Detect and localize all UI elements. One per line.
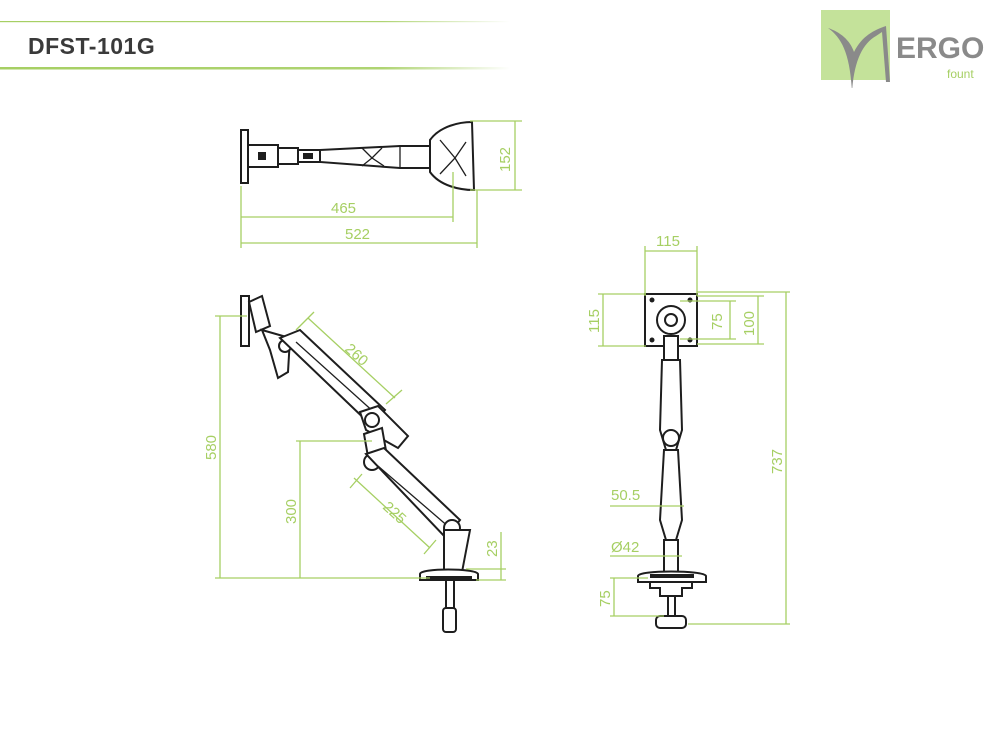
dim-total-height: 580 (203, 435, 220, 460)
ergo-swoosh-icon (828, 26, 890, 88)
top-view-arm (240, 120, 476, 192)
side-view: 580 300 260 225 23 (203, 294, 506, 633)
front-view-dimensions: 115 115 75 100 737 50.5 Ø42 75 (586, 233, 790, 625)
dim-vesa-100: 100 (741, 311, 758, 336)
logo-brand-text: ERGO (896, 32, 984, 65)
dim-upper-arm: 260 (341, 340, 371, 369)
page-title: DFST-101G (28, 33, 156, 59)
dim-total-length: 522 (345, 226, 370, 243)
dim-lower-arm: 225 (379, 498, 409, 527)
top-rule (0, 21, 510, 23)
dim-pole-diameter: Ø42 (611, 539, 639, 556)
front-view: 115 115 75 100 737 50.5 Ø42 75 (586, 233, 790, 629)
dim-vesa-height: 115 (586, 309, 603, 333)
dim-front-total-height: 737 (769, 449, 786, 474)
top-view: 465 522 152 (240, 120, 522, 248)
dim-pivot-height: 300 (283, 499, 300, 524)
front-view-arm (637, 293, 707, 629)
dim-pole-width: 50.5 (611, 487, 640, 504)
dim-line-225 (353, 477, 431, 549)
logo-sub-text: fount (947, 67, 974, 81)
dim-line-260 (307, 317, 396, 399)
logo-square (821, 10, 890, 80)
dim-vesa-75: 75 (709, 313, 726, 330)
side-view-arm (240, 294, 479, 633)
dim-base-height: 23 (484, 540, 501, 557)
top-view-dimensions: 465 522 152 (240, 120, 522, 248)
dim-clamp-depth: 75 (597, 590, 614, 607)
dim-vesa-width: 115 (656, 233, 680, 250)
header-rules (0, 21, 510, 70)
bottom-rule (0, 67, 510, 70)
ergofount-logo: ERGO fount (821, 10, 984, 88)
dim-arm-length: 465 (331, 200, 356, 217)
dim-height: 152 (497, 147, 514, 172)
